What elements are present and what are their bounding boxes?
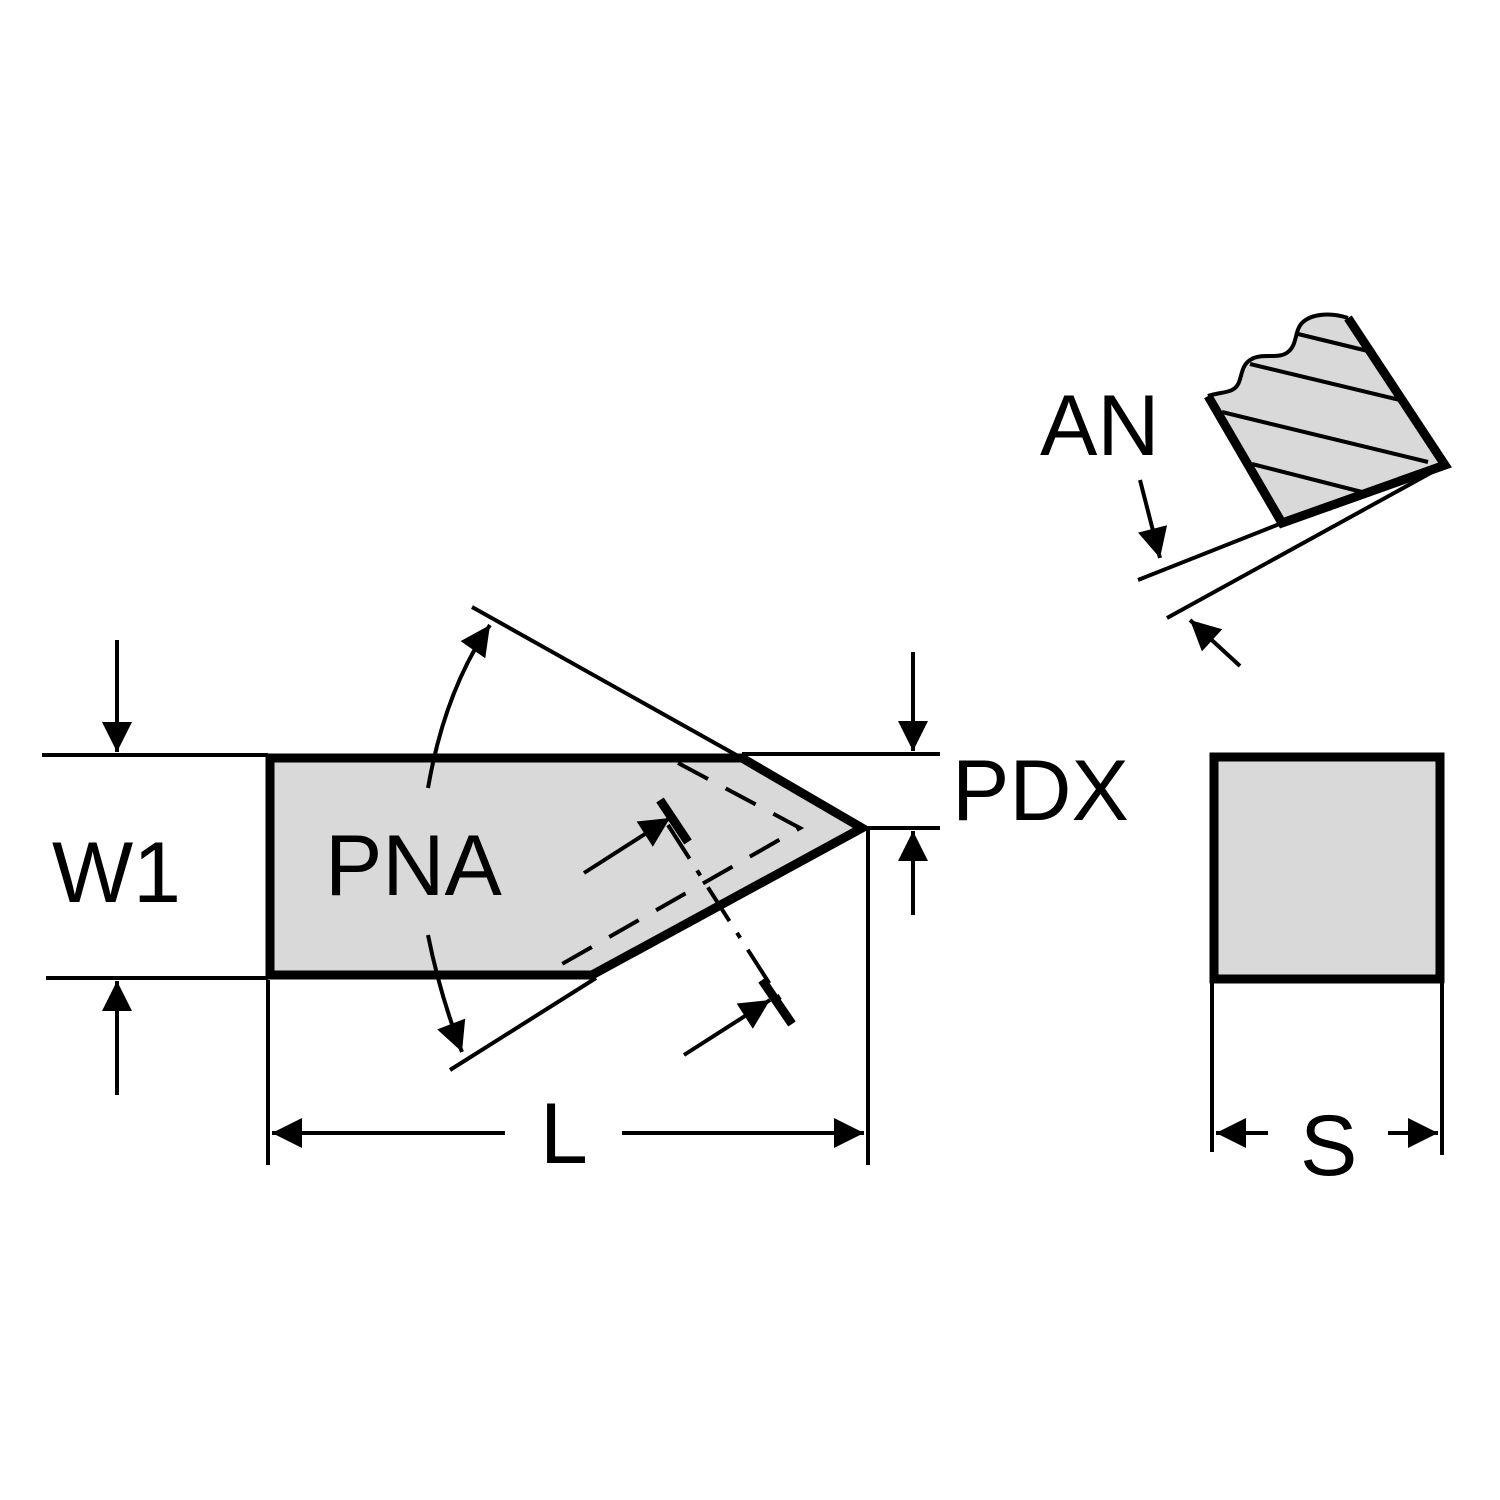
pdx-label: PDX (952, 743, 1129, 839)
w1-dimension: W1 (42, 640, 268, 1095)
an-line-lower (1137, 521, 1283, 582)
an-label: AN (1040, 378, 1159, 474)
w1-label: W1 (52, 825, 181, 921)
pna-arc-upper (426, 623, 492, 789)
l-label: L (540, 1086, 588, 1182)
pdx-dimension: PDX (742, 652, 1129, 915)
end-view: S (1209, 752, 1445, 1194)
insert-top-view (265, 753, 872, 1027)
s-label: S (1300, 1098, 1357, 1194)
center-tick-top (656, 797, 692, 845)
chamfer-dimension (582, 816, 772, 1057)
pna-arc-lower (426, 934, 466, 1053)
an-broken-edge (1207, 312, 1349, 398)
an-arrow-bottom (1188, 618, 1242, 668)
an-detail-view: AN (1040, 312, 1452, 668)
pna-dimension: PNA (325, 605, 739, 1072)
chamfer-arrow-lower (682, 998, 772, 1057)
an-arrow-top (1138, 479, 1168, 559)
pna-extension-upper (471, 605, 739, 758)
hidden-chamfer-line (554, 761, 805, 970)
center-tick-bottom (758, 977, 796, 1027)
an-hatching (1221, 332, 1429, 494)
l-dimension: L (266, 828, 870, 1182)
end-view-body (1209, 752, 1445, 984)
insert-body (265, 753, 872, 980)
an-section-outline (1204, 315, 1452, 529)
pna-extension-lower (448, 976, 598, 1072)
pna-label: PNA (325, 818, 502, 914)
an-line-upper (1166, 463, 1446, 620)
center-line (666, 823, 782, 1002)
chamfer-arrow-upper (582, 816, 672, 875)
